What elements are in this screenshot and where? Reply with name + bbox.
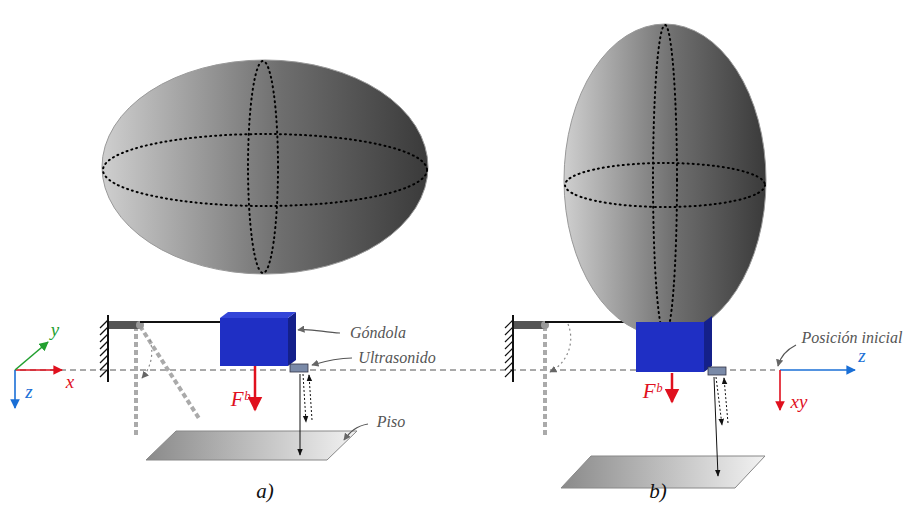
part-label: Ultrasonido — [358, 349, 435, 367]
axis-label: x — [66, 372, 74, 393]
axis-label: z — [25, 382, 32, 403]
part-label: Piso — [377, 413, 405, 431]
axis-label: z — [858, 346, 865, 367]
panel-label: b) — [649, 480, 667, 503]
wall-hatch — [505, 327, 513, 335]
wall-hatch — [100, 355, 108, 363]
part-label: Góndola — [350, 324, 406, 342]
wall-hatch — [505, 341, 513, 349]
wall-hatch — [100, 334, 108, 342]
wall-hatch — [100, 341, 108, 349]
wall-hatch — [100, 320, 108, 328]
part-label: Posición inicial — [802, 329, 903, 347]
axis-label: xy — [791, 392, 808, 413]
wall-hatch — [100, 362, 108, 370]
axis-label: y — [51, 320, 59, 341]
wall-hatch — [100, 348, 108, 356]
force-label: Fᵇ — [231, 388, 249, 411]
wall-hatch — [505, 334, 513, 342]
wall-hatch — [505, 362, 513, 370]
wall-hatch — [100, 369, 108, 377]
panel-label: a) — [256, 480, 274, 503]
wall-hatch — [505, 348, 513, 356]
wall-hatch — [505, 320, 513, 328]
force-label: Fᵇ — [643, 380, 661, 403]
wall-hatch — [505, 369, 513, 377]
wall-hatch — [100, 327, 108, 335]
wall-hatch — [505, 355, 513, 363]
